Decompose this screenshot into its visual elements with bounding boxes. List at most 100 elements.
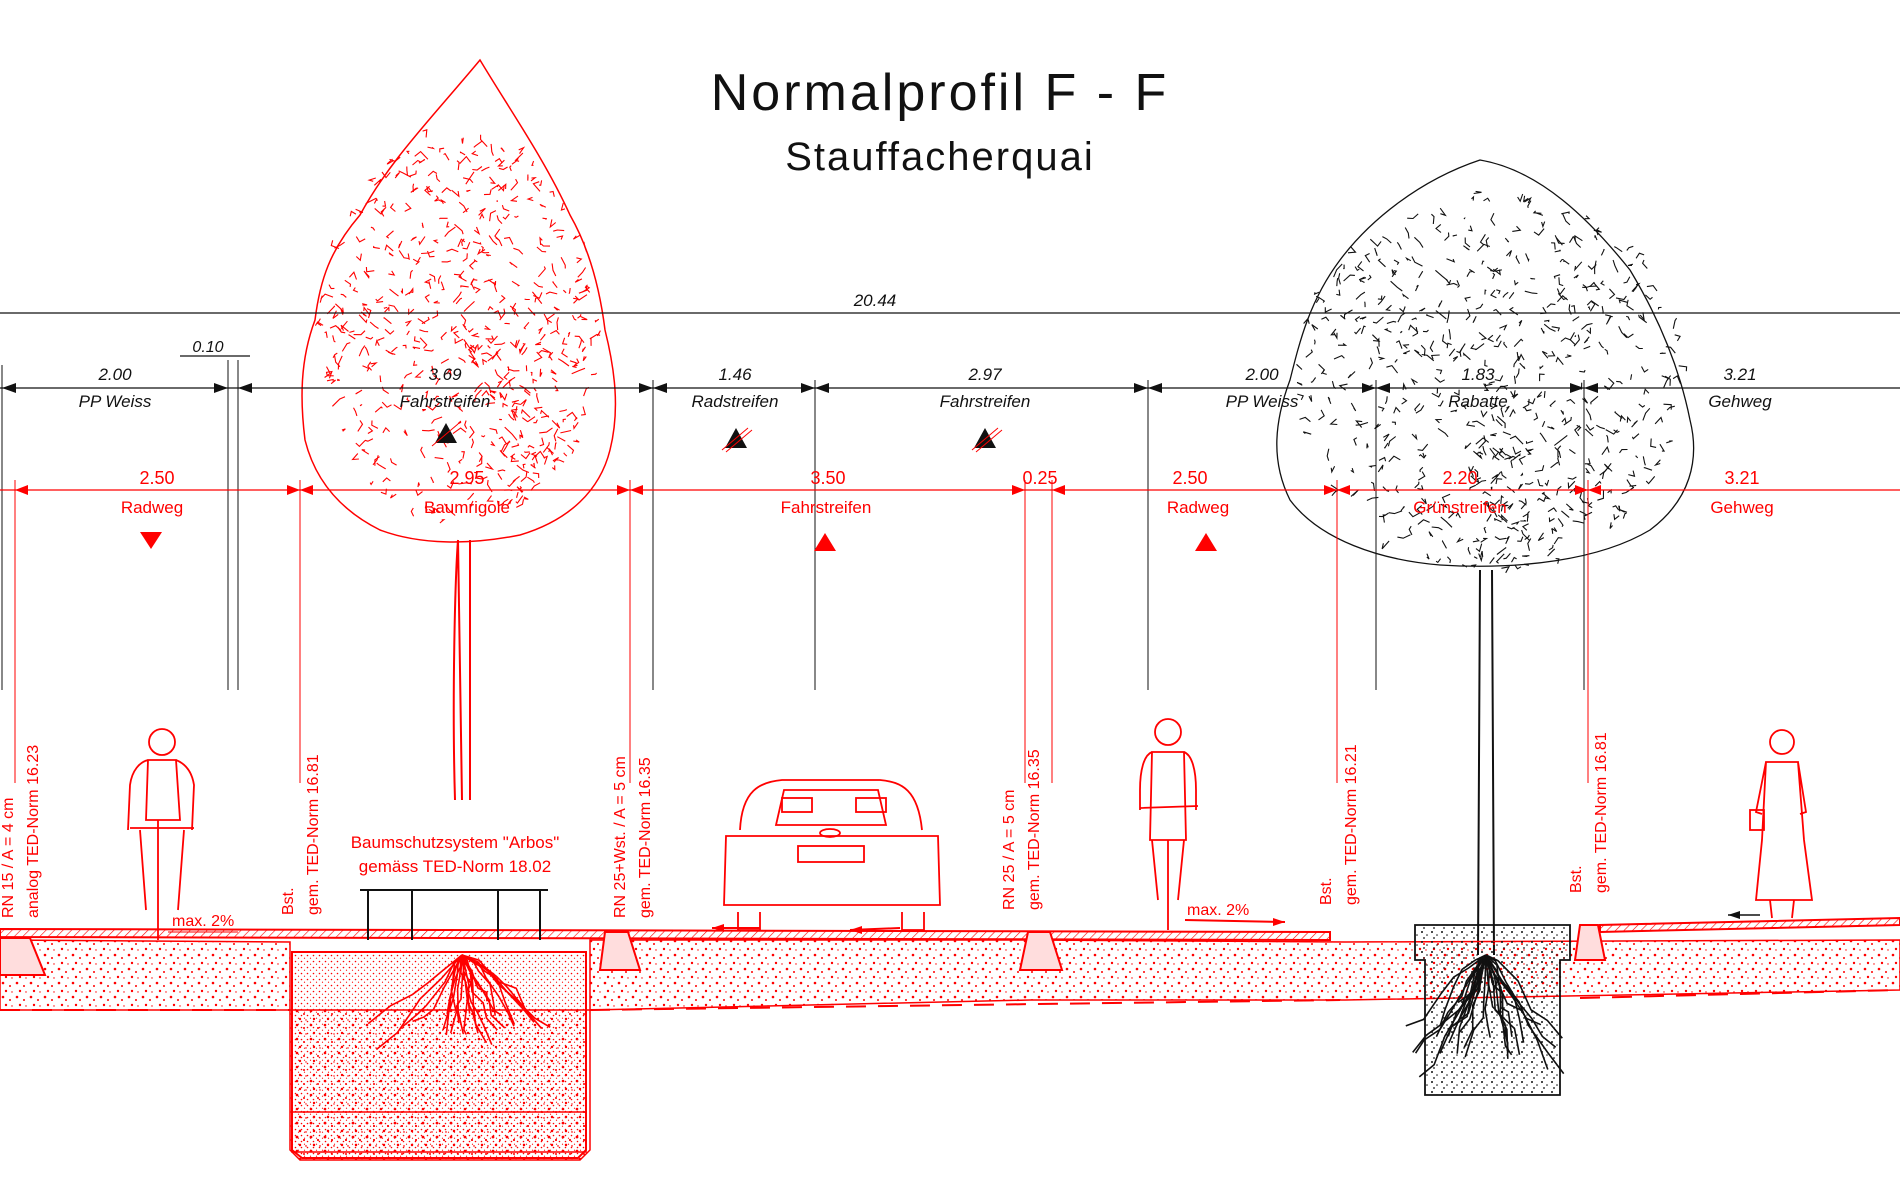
- foliage-stroke: [1541, 221, 1546, 229]
- foliage-stroke: [561, 337, 568, 345]
- foliage-stroke: [1678, 365, 1688, 372]
- foliage-stroke: [1551, 242, 1556, 250]
- foliage-stroke: [1631, 282, 1641, 292]
- foliage-stroke: [484, 325, 492, 331]
- foliage-stroke: [407, 253, 410, 260]
- foliage-stroke: [1448, 329, 1451, 340]
- existing-seg-label-4: Fahrstreifen: [940, 392, 1031, 411]
- foliage-stroke: [1645, 476, 1656, 485]
- root-stroke: [1485, 954, 1525, 1043]
- foliage-stroke: [1593, 282, 1601, 291]
- foliage-stroke: [534, 297, 537, 303]
- root-stroke: [460, 954, 479, 1034]
- foliage-stroke: [1518, 455, 1526, 465]
- existing-seg-width-7: 3.21: [1723, 365, 1756, 384]
- foliage-stroke: [1414, 349, 1423, 358]
- foliage-stroke: [358, 345, 366, 357]
- foliage-stroke: [1496, 547, 1507, 555]
- foliage-stroke: [520, 408, 531, 418]
- foliage-stroke: [361, 449, 370, 455]
- foliage-stroke: [1327, 396, 1332, 404]
- root-stroke: [461, 954, 526, 1009]
- foliage-stroke: [1396, 241, 1402, 250]
- foliage-stroke: [1426, 502, 1436, 511]
- foliage-stroke: [1496, 415, 1506, 429]
- planned-seg-label-5: Radweg: [1167, 498, 1229, 517]
- foliage-stroke: [1502, 291, 1509, 298]
- foliage-stroke: [568, 288, 571, 294]
- foliage-stroke: [1547, 548, 1556, 557]
- foliage-stroke: [326, 305, 336, 315]
- foliage-stroke: [1441, 540, 1447, 549]
- foliage-stroke: [1615, 295, 1627, 301]
- foliage-stroke: [580, 316, 588, 321]
- planned-seg-width-7: 3.21: [1724, 468, 1759, 488]
- foliage-stroke: [1436, 368, 1443, 375]
- foliage-stroke: [554, 385, 559, 392]
- foliage-stroke: [1414, 481, 1420, 489]
- foliage-stroke: [413, 336, 421, 343]
- foliage-stroke: [1343, 264, 1345, 270]
- foliage-stroke: [370, 362, 378, 368]
- foliage-stroke: [1448, 510, 1455, 519]
- foliage-stroke: [390, 493, 397, 499]
- foliage-stroke: [1613, 429, 1620, 434]
- foliage-stroke: [519, 434, 524, 439]
- foliage-stroke: [1534, 465, 1545, 473]
- foliage-stroke: [1556, 295, 1569, 303]
- foliage-stroke: [1338, 383, 1348, 391]
- existing-seg-label-6: Rabatte: [1448, 392, 1508, 411]
- foliage-stroke: [551, 263, 557, 277]
- foliage-stroke: [431, 365, 434, 374]
- foliage-stroke: [369, 321, 379, 329]
- foliage-stroke: [1479, 234, 1486, 246]
- foliage-stroke: [443, 152, 450, 161]
- foliage-stroke: [1448, 348, 1456, 357]
- foliage-stroke: [1509, 408, 1516, 418]
- foliage-stroke: [1414, 236, 1424, 248]
- foliage-stroke: [1355, 291, 1366, 300]
- foliage-stroke: [1478, 435, 1487, 449]
- foliage-stroke: [559, 409, 568, 413]
- foliage-stroke: [1565, 503, 1574, 511]
- foliage-stroke: [1597, 490, 1605, 501]
- foliage-stroke: [1599, 462, 1612, 476]
- foliage-stroke: [1642, 407, 1651, 421]
- foliage-stroke: [1576, 424, 1582, 432]
- foliage-stroke: [1499, 448, 1507, 456]
- foliage-stroke: [1471, 564, 1477, 568]
- foliage-stroke: [1377, 464, 1384, 473]
- foliage-stroke: [462, 323, 468, 331]
- foliage-stroke: [383, 317, 392, 325]
- foliage-stroke: [363, 306, 370, 316]
- foliage-stroke: [402, 344, 407, 349]
- foliage-stroke: [1393, 406, 1401, 414]
- foliage-stroke: [1299, 416, 1311, 423]
- foliage-stroke: [561, 348, 568, 358]
- foliage-stroke: [1509, 435, 1524, 445]
- foliage-stroke: [1573, 334, 1580, 347]
- foliage-stroke: [441, 260, 452, 263]
- foliage-stroke: [540, 409, 550, 418]
- foliage-stroke: [1646, 285, 1658, 292]
- foliage-stroke: [1524, 534, 1530, 541]
- foliage-stroke: [1456, 280, 1460, 288]
- foliage-stroke: [1378, 456, 1387, 462]
- foliage-stroke: [469, 500, 474, 508]
- foliage-stroke: [439, 147, 445, 153]
- foliage-stroke: [332, 310, 339, 319]
- foliage-stroke: [511, 280, 521, 287]
- foliage-stroke: [485, 462, 495, 471]
- foliage-stroke: [355, 236, 366, 243]
- foliage-stroke: [1587, 305, 1591, 310]
- foliage-stroke: [1500, 501, 1509, 507]
- foliage-stroke: [1336, 289, 1341, 296]
- foliage-stroke: [1572, 520, 1585, 524]
- foliage-stroke: [1400, 506, 1405, 512]
- foliage-stroke: [438, 275, 442, 284]
- foliage-stroke: [498, 183, 507, 192]
- foliage-stroke: [557, 358, 570, 367]
- foliage-stroke: [1466, 270, 1473, 277]
- foliage-stroke: [1385, 304, 1392, 311]
- foliage-stroke: [1478, 331, 1488, 341]
